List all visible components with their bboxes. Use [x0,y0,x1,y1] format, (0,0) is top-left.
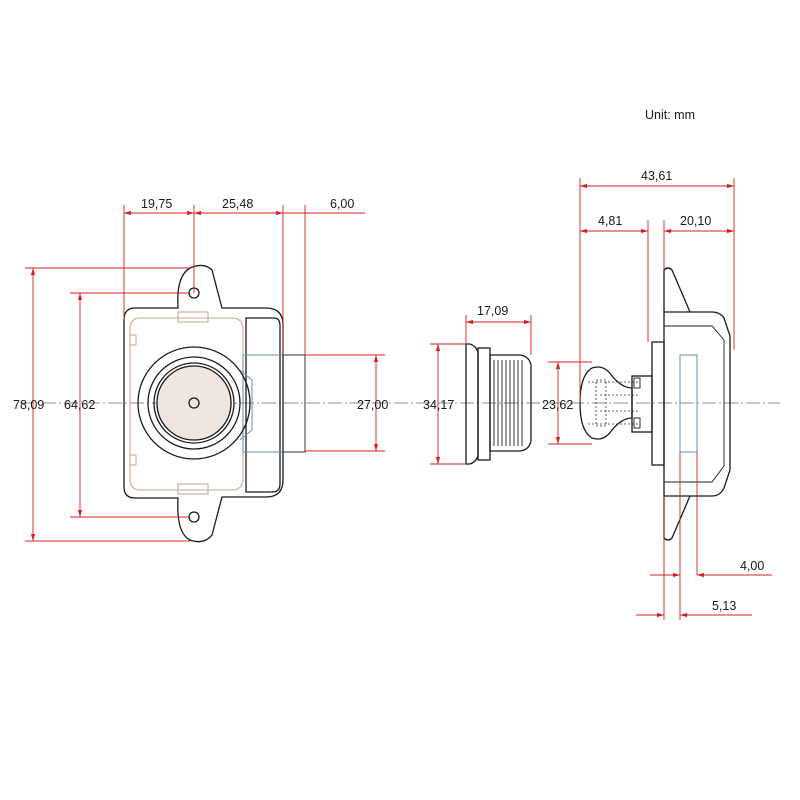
cylinder-collar [477,347,491,461]
dim-6-00: 6,00 [330,197,354,211]
button-inner-ring [153,362,235,444]
unit-label: Unit: mm [645,108,695,122]
dim-34-17: 34,17 [423,398,454,412]
button-center-hole [188,397,200,409]
front-latch-arm [245,317,281,493]
knob-hidden-lines [588,381,640,425]
dim-78-09: 78,09 [13,398,44,412]
latch-top-wing [663,267,691,313]
latch-bolt [242,354,284,453]
shaft-clip-bottom [633,417,641,429]
latch-bolt-side [679,354,698,453]
cylinder-side-view [465,343,532,465]
side-notch-2 [129,454,137,466]
knob-latch-side-view [579,267,731,541]
bottom-mounting-hole [188,511,200,523]
dim-17-09: 17,09 [477,304,508,318]
dim-23-62: 23,62 [542,398,573,412]
dim-64-62: 64,62 [64,398,95,412]
dim-20-10: 20,10 [680,214,711,228]
dim-25-48: 25,48 [222,197,253,211]
side-notch-1 [129,334,137,346]
dimension-lines [30,183,772,618]
cylinder-flange [465,343,479,465]
extension-lines [25,178,735,620]
latch-bolt-extension [282,354,306,453]
button-side-detail [239,369,253,441]
button-outer-ring [137,346,251,460]
cylinder-body [489,354,532,452]
dim-19-75: 19,75 [141,197,172,211]
dim-5-13: 5,13 [712,599,736,613]
latch-bottom-wing [663,495,691,541]
knob-hidden-core [595,379,607,427]
cylinder-threads [493,360,523,446]
front-inner-housing [129,317,244,491]
shaft-clip-top [633,377,641,389]
button-face-outline [156,365,232,441]
knob-shaft [631,375,653,433]
dim-43-61: 43,61 [641,169,672,183]
bottom-tab [177,483,209,495]
front-view [123,264,306,543]
knob-body [579,366,633,440]
front-flange-outline [123,264,284,543]
latch-body [663,311,731,497]
top-tab [177,311,209,323]
dim-27-00: 27,00 [357,398,388,412]
dim-4-00: 4,00 [740,559,764,573]
button-middle-ring [147,356,241,450]
dim-4-81: 4,81 [598,214,622,228]
latch-mount-plate [651,341,665,466]
latch-body-inner [664,325,725,483]
